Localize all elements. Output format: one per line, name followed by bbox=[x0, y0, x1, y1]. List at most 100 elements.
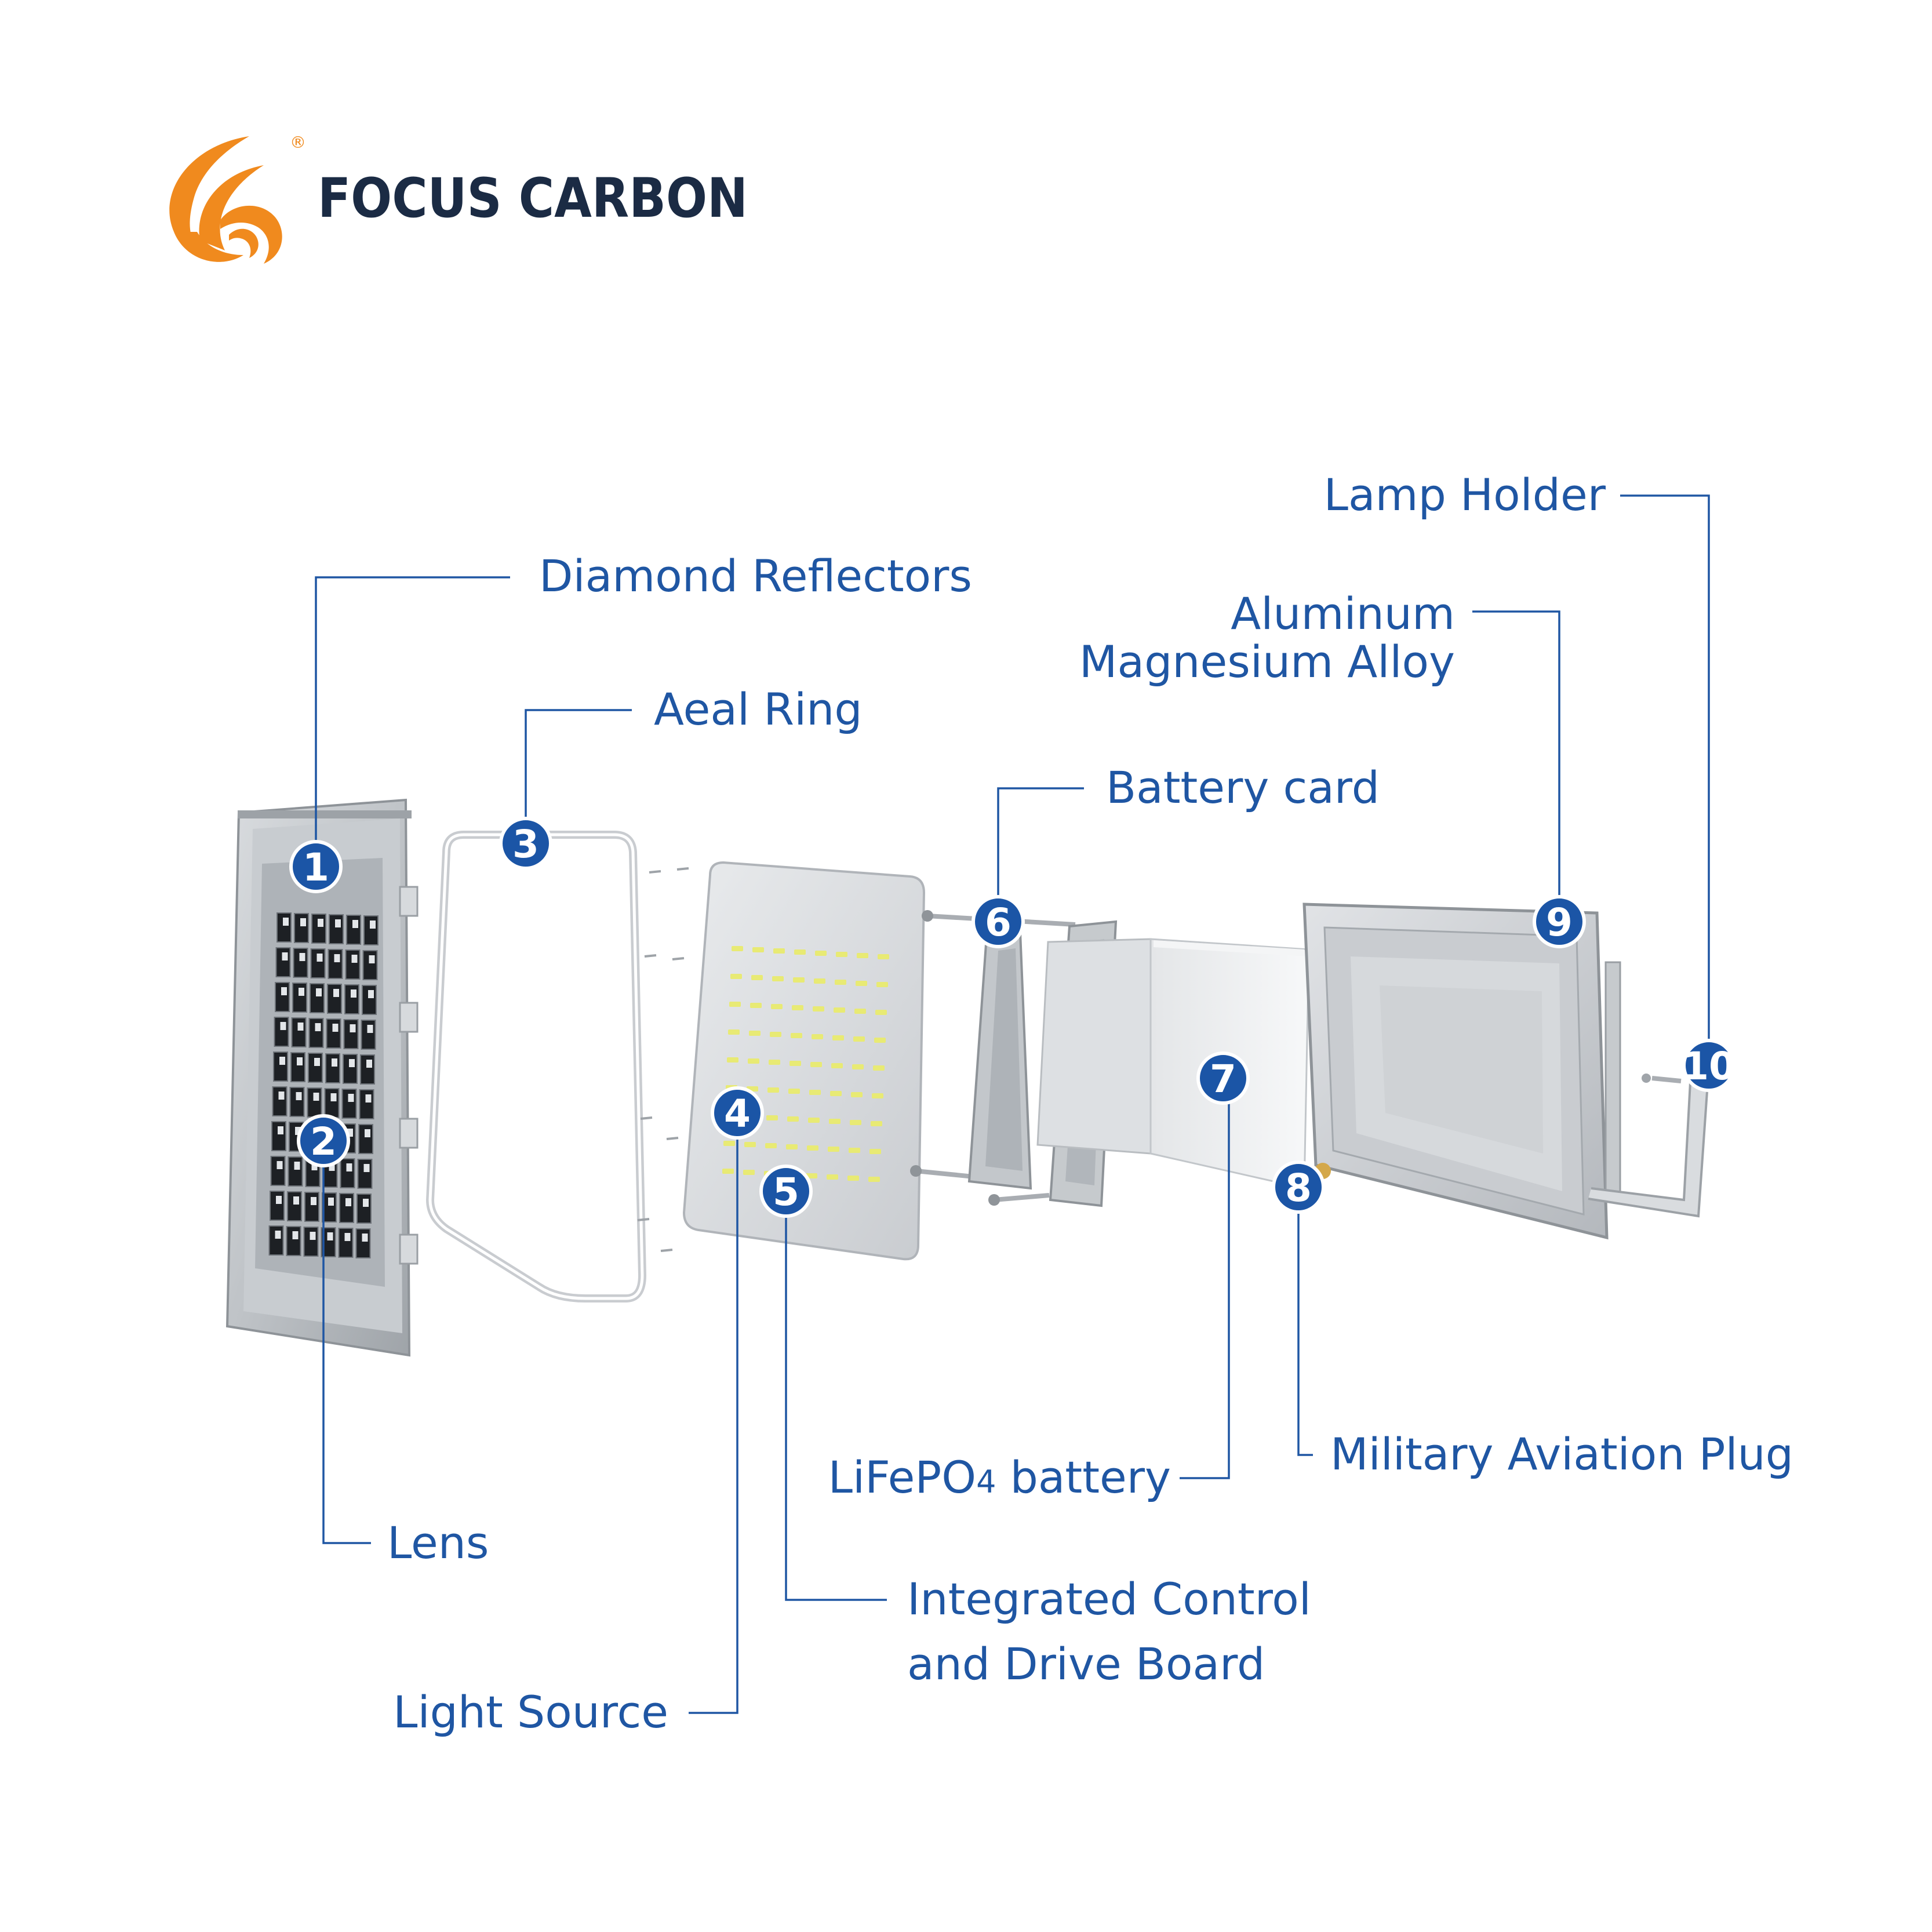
label-diamond-reflectors: Diamond Reflectors bbox=[539, 550, 972, 602]
lens-cell bbox=[355, 1228, 371, 1258]
badge-2: 2 bbox=[297, 1114, 350, 1167]
label-alloy-line2: Magnesium Alloy bbox=[1079, 636, 1455, 687]
swirl-flame-icon bbox=[169, 136, 282, 264]
led-chip bbox=[851, 1092, 863, 1097]
led-chip bbox=[789, 1061, 801, 1066]
lens-highlight bbox=[278, 1091, 285, 1100]
leader-9 bbox=[1472, 610, 1560, 922]
led-chip bbox=[850, 1120, 861, 1125]
badge-10: 10 bbox=[1682, 1039, 1735, 1092]
lens-cell bbox=[325, 1053, 340, 1083]
lens-highlight bbox=[314, 1058, 320, 1066]
led-chip bbox=[812, 1034, 823, 1039]
led-chip bbox=[729, 1002, 741, 1007]
led-chip bbox=[773, 948, 785, 954]
seal-ring-part bbox=[425, 831, 647, 1302]
led-chip bbox=[809, 1090, 821, 1095]
lens-cell bbox=[345, 949, 361, 980]
lens-highlight bbox=[318, 919, 323, 927]
led-chip bbox=[868, 1177, 880, 1182]
lens-highlight bbox=[276, 1196, 282, 1204]
lens-cell bbox=[271, 1121, 286, 1151]
lens-cell bbox=[276, 912, 292, 943]
lens-highlight bbox=[365, 1094, 372, 1103]
lens-highlight bbox=[335, 919, 341, 927]
led-chip bbox=[752, 947, 764, 952]
lens-highlight bbox=[292, 1231, 299, 1239]
lens-cell bbox=[343, 1054, 358, 1084]
lens-cell bbox=[270, 1191, 285, 1221]
led-chip bbox=[831, 1063, 843, 1068]
lens-highlight bbox=[363, 1164, 370, 1172]
led-chip bbox=[788, 1089, 800, 1094]
lens-highlight bbox=[366, 1060, 372, 1068]
svg-text:8: 8 bbox=[1285, 1166, 1312, 1210]
led-chip bbox=[847, 1176, 859, 1181]
lens-cell bbox=[360, 1054, 375, 1085]
lens-cell bbox=[289, 1087, 305, 1117]
led-chip bbox=[728, 1029, 740, 1035]
led-chip bbox=[744, 1142, 756, 1147]
lens-cell bbox=[339, 1193, 354, 1223]
label-battery-card: Battery card bbox=[1106, 762, 1380, 813]
label-control-board-line2: and Drive Board bbox=[907, 1638, 1265, 1690]
lens-cell bbox=[311, 914, 326, 944]
lens-highlight bbox=[280, 1022, 286, 1030]
lens-cell bbox=[293, 948, 308, 978]
lens-highlight bbox=[347, 1129, 353, 1137]
lens-cell bbox=[340, 1158, 355, 1188]
lens-highlight bbox=[278, 1126, 283, 1134]
led-chip bbox=[875, 1010, 887, 1015]
lens-highlight bbox=[345, 1198, 351, 1206]
svg-text:4: 4 bbox=[724, 1091, 751, 1136]
led-chip bbox=[792, 1005, 803, 1010]
lens-highlight bbox=[299, 988, 304, 996]
lens-highlight bbox=[352, 920, 358, 928]
led-chip bbox=[770, 1032, 781, 1037]
svg-text:9: 9 bbox=[1546, 900, 1573, 945]
lens-cell bbox=[328, 949, 343, 979]
led-chip bbox=[814, 978, 825, 984]
label-lifepo4-battery: LiFePO4 battery bbox=[828, 1451, 1171, 1503]
lens-cell bbox=[363, 915, 379, 945]
led-chip bbox=[878, 954, 889, 959]
registered-mark: ® bbox=[290, 133, 306, 152]
badge-3: 3 bbox=[499, 817, 552, 870]
lens-cell bbox=[286, 1226, 301, 1256]
led-chip bbox=[791, 1033, 802, 1038]
lens-cell bbox=[275, 982, 290, 1012]
lens-highlight bbox=[295, 1127, 301, 1135]
lens-highlight bbox=[349, 1059, 355, 1067]
lens-cell bbox=[273, 1051, 288, 1082]
badge-1: 1 bbox=[289, 840, 343, 893]
lens-cell bbox=[359, 1089, 374, 1119]
lens-highlight bbox=[350, 1024, 356, 1032]
label-lamp-holder: Lamp Holder bbox=[1324, 469, 1606, 521]
lens-highlight bbox=[281, 987, 287, 995]
led-chip bbox=[749, 1031, 761, 1036]
lens-highlight bbox=[315, 1023, 321, 1031]
led-chip bbox=[813, 1006, 824, 1012]
lens-highlight bbox=[332, 1024, 339, 1032]
leader-10 bbox=[1620, 494, 1710, 1061]
badge-9: 9 bbox=[1533, 895, 1586, 948]
lens-highlight bbox=[316, 988, 322, 996]
lens-highlight bbox=[334, 954, 340, 962]
lens-cell bbox=[326, 1018, 341, 1049]
led-chip bbox=[829, 1119, 841, 1124]
lens-highlight bbox=[313, 1093, 319, 1101]
leader-4 bbox=[689, 1113, 738, 1714]
svg-text:6: 6 bbox=[985, 900, 1012, 945]
svg-text:1: 1 bbox=[303, 845, 329, 890]
led-chip bbox=[853, 1036, 865, 1042]
leader-6 bbox=[997, 787, 1084, 922]
lens-cell bbox=[358, 1124, 373, 1154]
led-chip bbox=[874, 1038, 886, 1043]
label-seal-ring: Aeal Ring bbox=[654, 683, 863, 735]
leader-8 bbox=[1297, 1191, 1313, 1456]
leader-3 bbox=[525, 709, 632, 843]
led-chip-grid bbox=[722, 946, 889, 1182]
lens-cell bbox=[275, 947, 291, 977]
lens-cell bbox=[272, 1086, 288, 1116]
lens-cell bbox=[356, 1194, 372, 1224]
